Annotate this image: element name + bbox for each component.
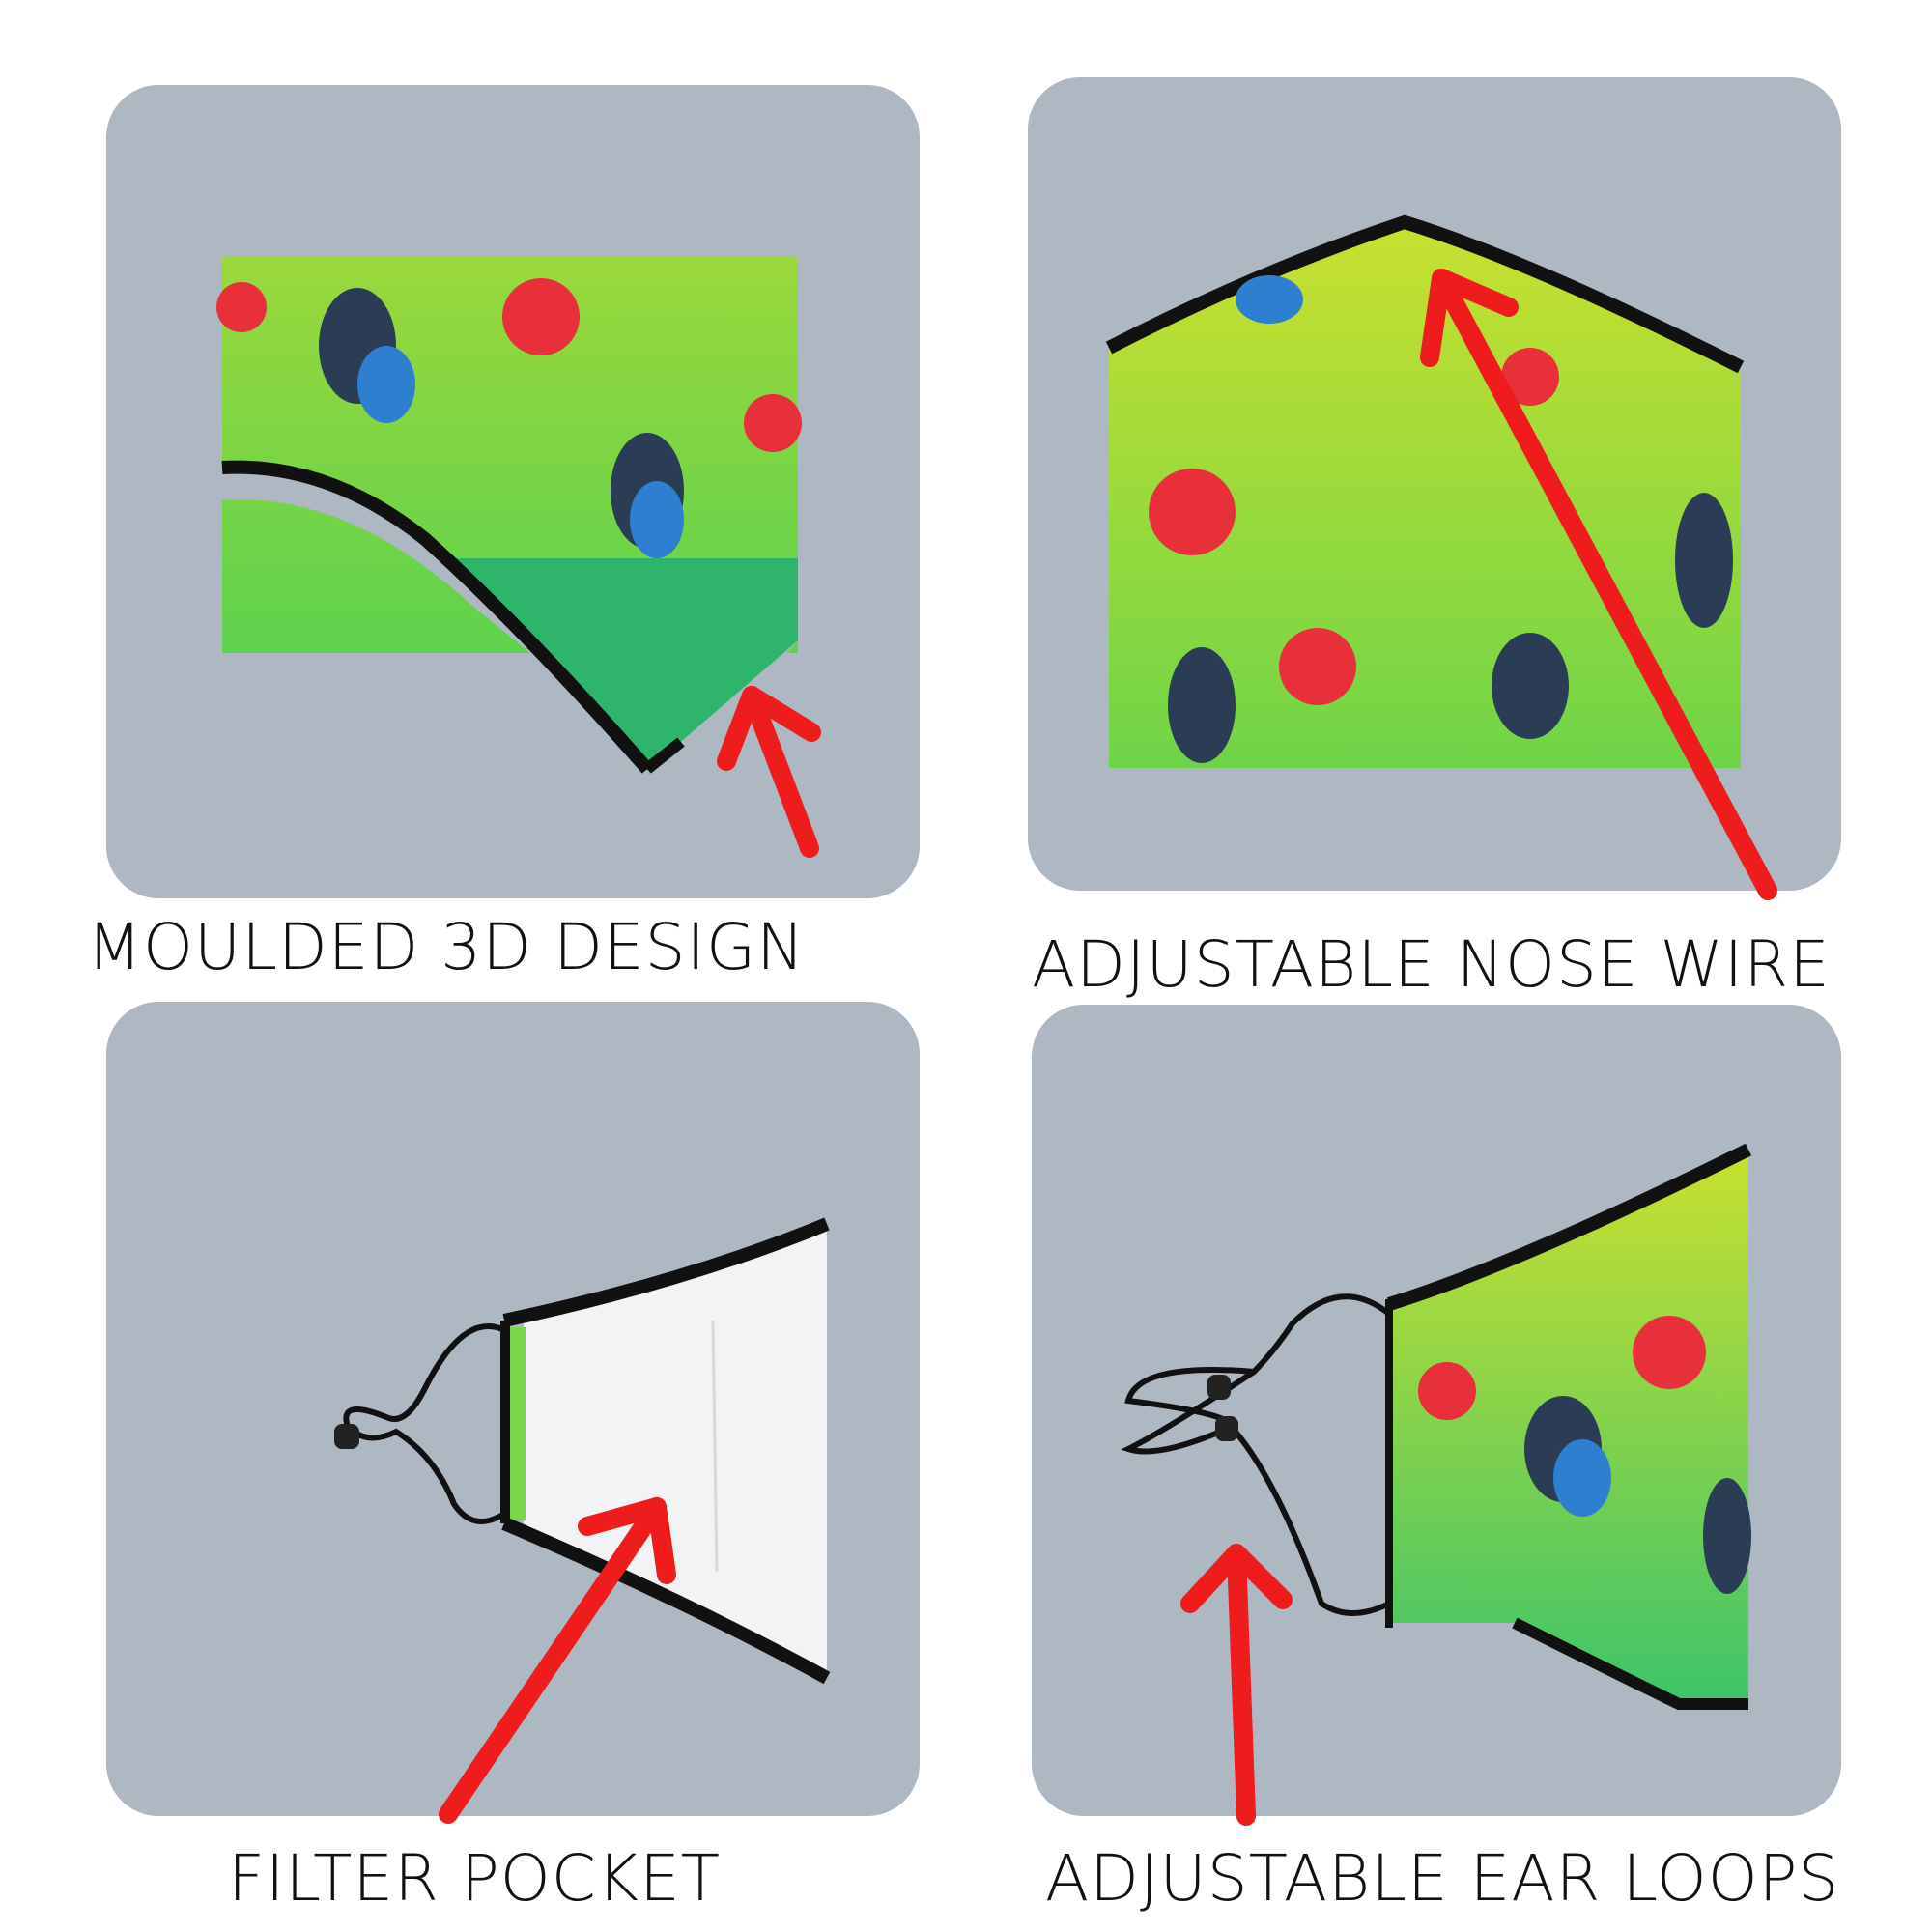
mask-moulded-image xyxy=(216,257,802,774)
panel-moulded-3d-design xyxy=(106,85,920,898)
panel-adjustable-ear-loops xyxy=(1032,1005,1841,1816)
cord-lock-icon-upper xyxy=(1208,1375,1231,1400)
label-adjustable-ear-loops: ADJUSTABLE EAR LOOPS xyxy=(1045,1841,1840,1916)
mask-filter-pocket-image xyxy=(334,1217,831,1685)
panel-adjustable-nose-wire xyxy=(1028,77,1841,891)
label-filter-pocket: FILTER POCKET xyxy=(228,1841,722,1916)
mask-nose-wire-image xyxy=(1105,214,1745,768)
mask-ear-loops-image xyxy=(1121,1143,1752,1710)
cord-lock-icon xyxy=(334,1424,359,1449)
cord-lock-icon-lower xyxy=(1215,1416,1238,1441)
panel-filter-pocket xyxy=(106,1002,920,1816)
label-adjustable-nose-wire: ADJUSTABLE NOSE WIRE xyxy=(1032,927,1831,1002)
label-moulded-3d-design: MOULDED 3D DESIGN xyxy=(87,910,806,984)
